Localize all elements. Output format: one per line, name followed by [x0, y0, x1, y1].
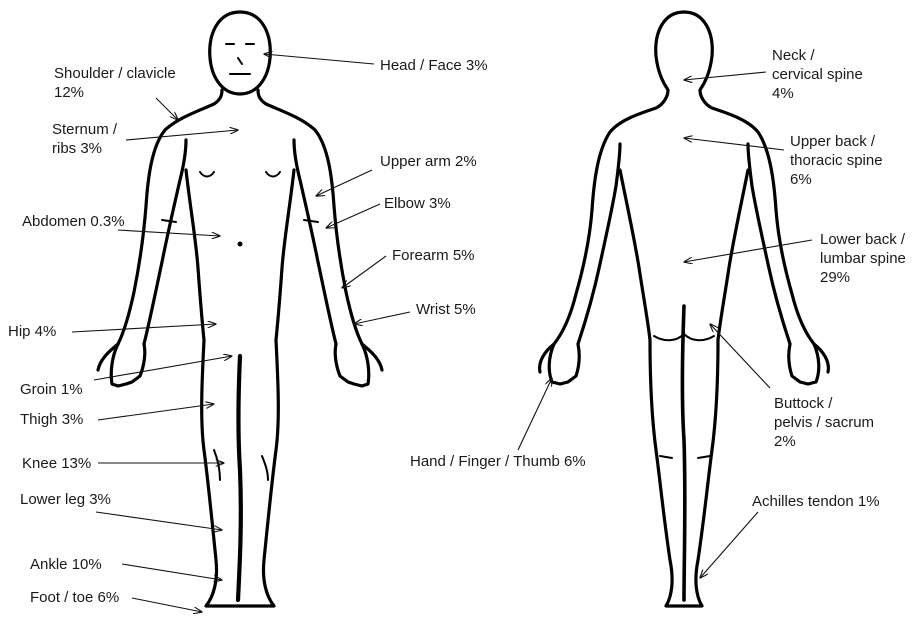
label-buttock-line3: 2% [774, 432, 874, 451]
label-upper-back: Upper back / thoracic spine 6% [790, 132, 883, 189]
label-thigh: Thigh 3% [20, 410, 83, 429]
label-upper-back-line2: thoracic spine [790, 151, 883, 170]
label-buttock-line1: Buttock / [774, 394, 874, 413]
label-abdomen: Abdomen 0.3% [22, 212, 125, 231]
label-knee: Knee 13% [22, 454, 91, 473]
label-upper-back-line3: 6% [790, 170, 883, 189]
label-lower-leg: Lower leg 3% [20, 490, 111, 509]
label-hip: Hip 4% [8, 322, 56, 341]
label-upper-back-line1: Upper back / [790, 132, 883, 151]
label-shoulder-line2: 12% [54, 83, 176, 102]
label-upper-arm: Upper arm 2% [380, 152, 477, 171]
label-elbow: Elbow 3% [384, 194, 451, 213]
label-sternum: Sternum / ribs 3% [52, 120, 117, 158]
label-shoulder: Shoulder / clavicle 12% [54, 64, 176, 102]
label-wrist: Wrist 5% [416, 300, 476, 319]
label-sternum-line1: Sternum / [52, 120, 117, 139]
label-shoulder-line1: Shoulder / clavicle [54, 64, 176, 83]
label-neck-line1: Neck / [772, 46, 863, 65]
label-buttock-line2: pelvis / sacrum [774, 413, 874, 432]
label-buttock: Buttock / pelvis / sacrum 2% [774, 394, 874, 451]
label-achilles: Achilles tendon 1% [752, 492, 880, 511]
label-lower-back-line3: 29% [820, 268, 906, 287]
label-lower-back-line1: Lower back / [820, 230, 906, 249]
label-forearm: Forearm 5% [392, 246, 475, 265]
label-head: Head / Face 3% [380, 56, 488, 75]
label-hand: Hand / Finger / Thumb 6% [410, 452, 586, 471]
label-neck: Neck / cervical spine 4% [772, 46, 863, 103]
label-lower-back: Lower back / lumbar spine 29% [820, 230, 906, 287]
label-sternum-line2: ribs 3% [52, 139, 117, 158]
label-groin: Groin 1% [20, 380, 83, 399]
label-ankle: Ankle 10% [30, 555, 102, 574]
label-lower-back-line2: lumbar spine [820, 249, 906, 268]
label-foot: Foot / toe 6% [30, 588, 119, 607]
label-neck-line3: 4% [772, 84, 863, 103]
label-neck-line2: cervical spine [772, 65, 863, 84]
